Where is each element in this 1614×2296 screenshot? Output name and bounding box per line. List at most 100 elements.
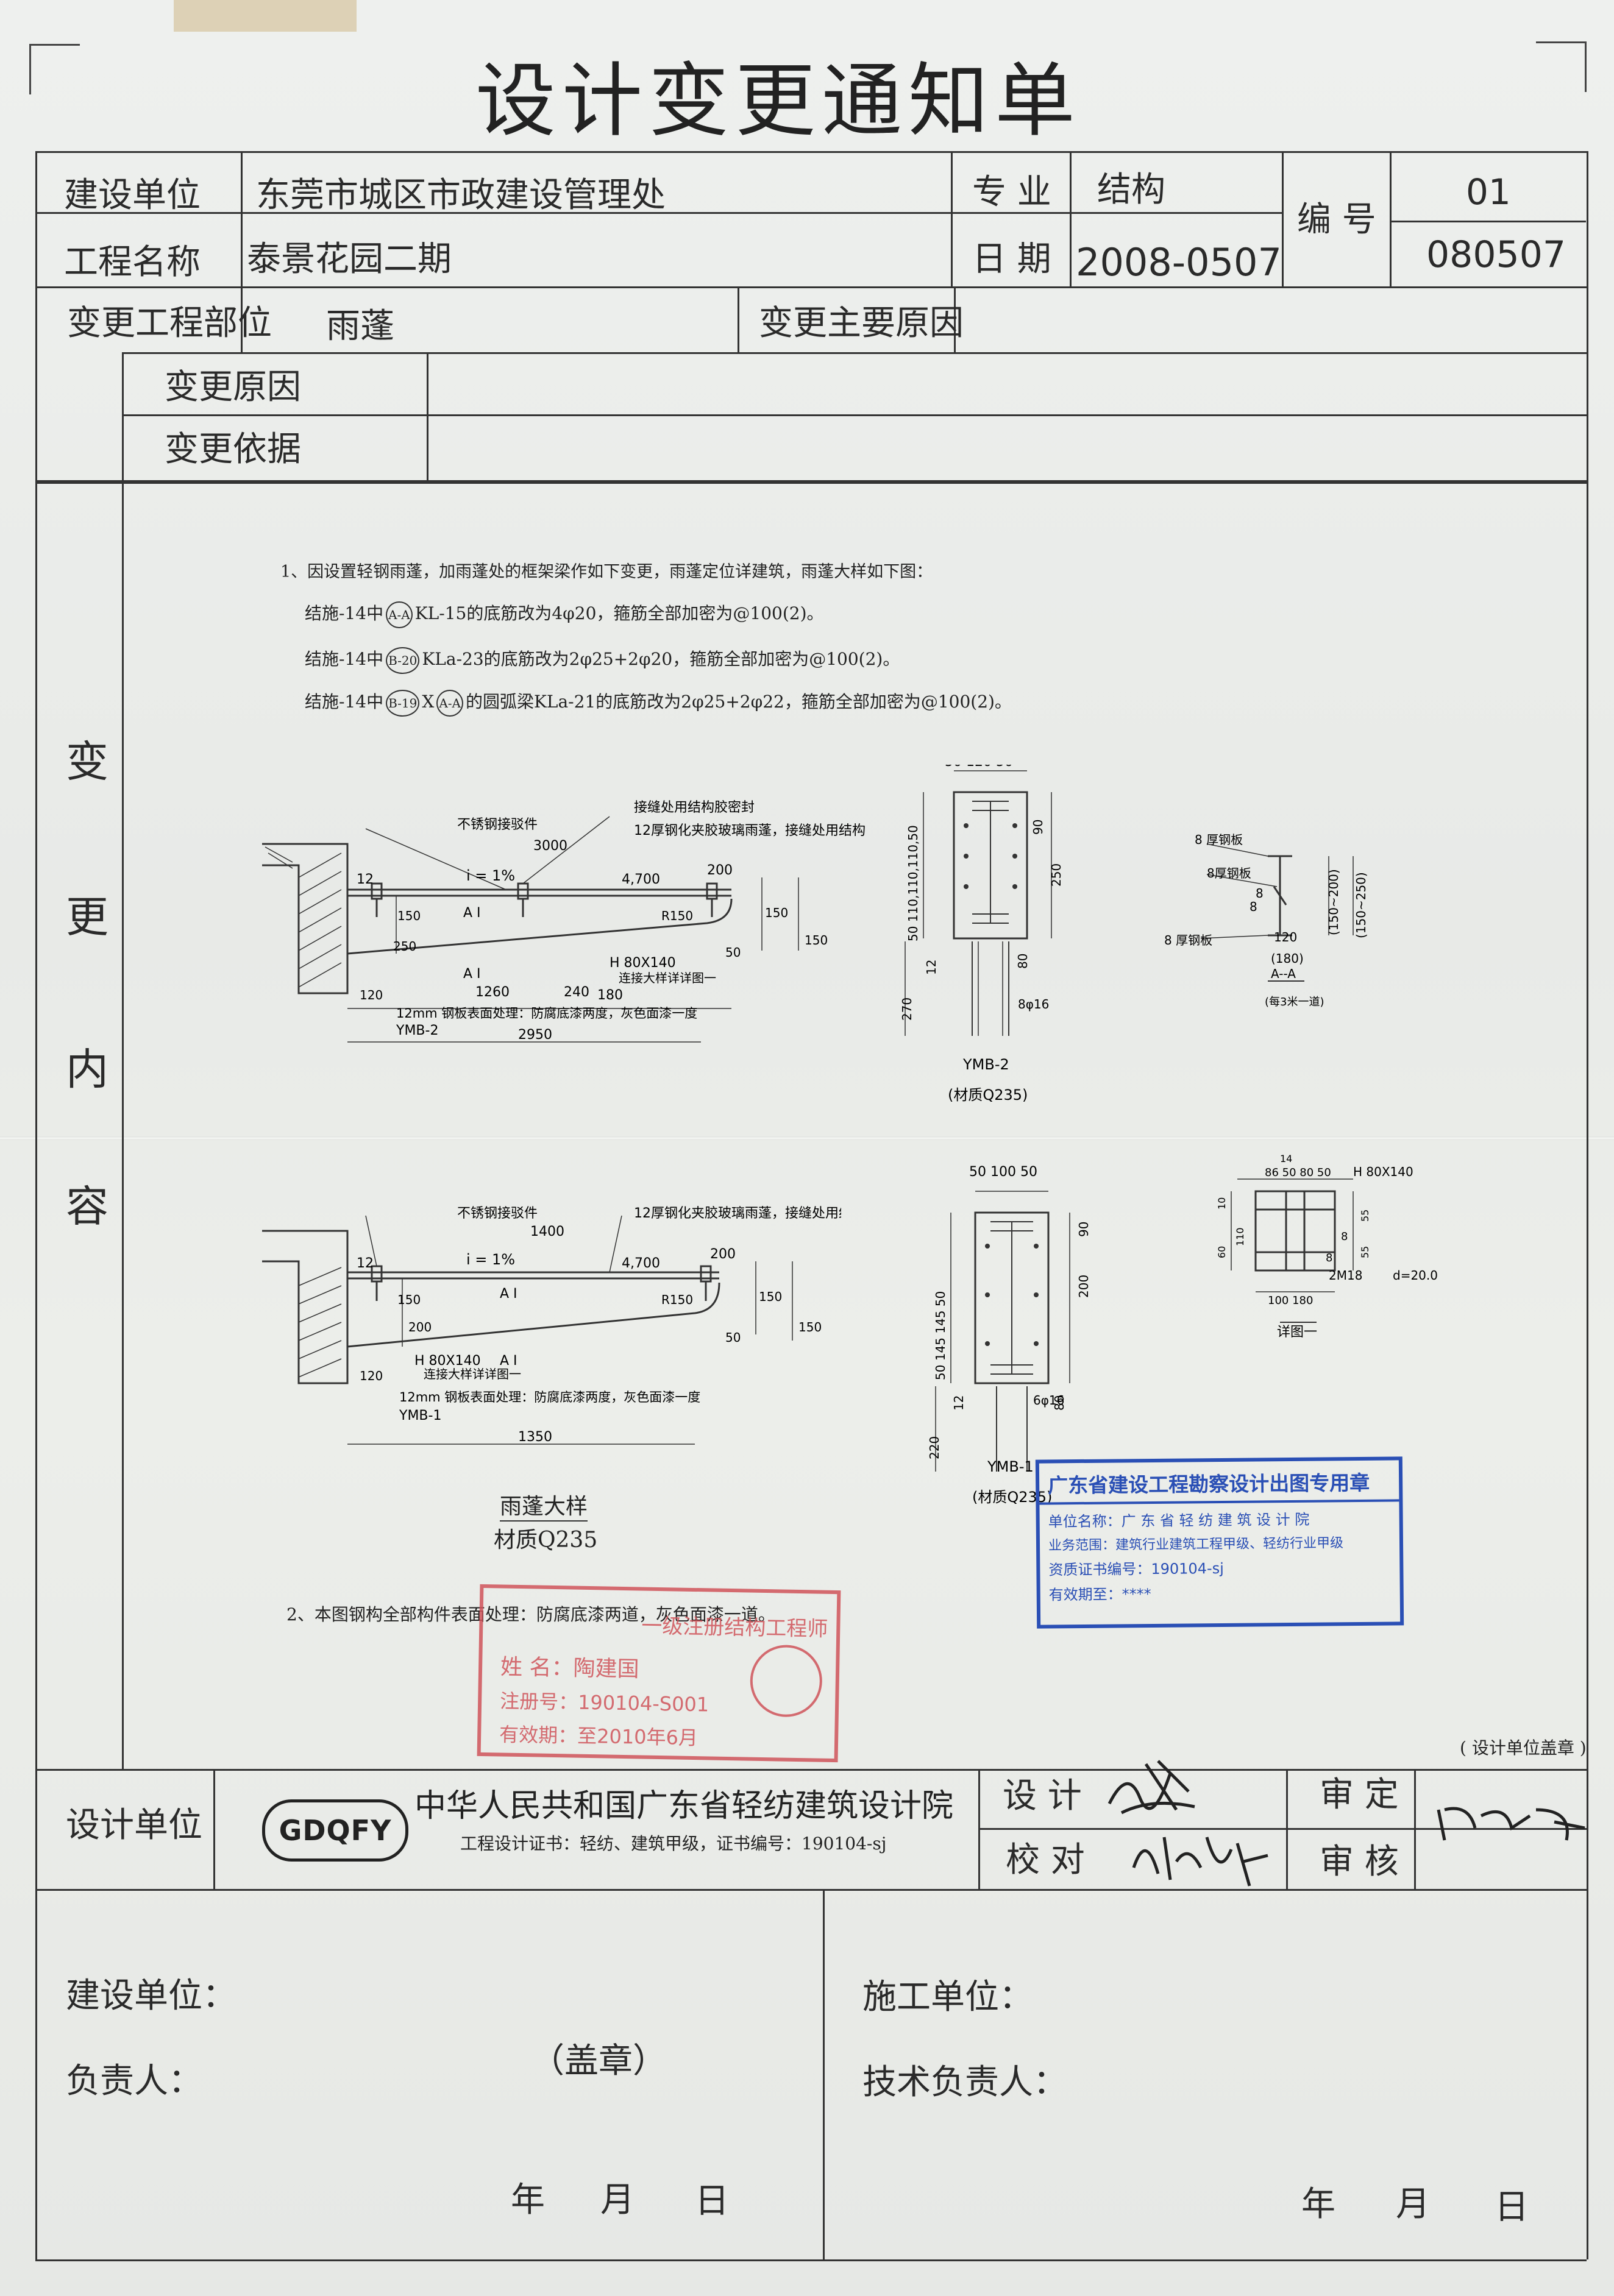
institute-logo: GDQFY (262, 1799, 408, 1862)
svg-text:接缝处用结构胶密封: 接缝处用结构胶密封 (634, 800, 755, 815)
svg-text:4,700: 4,700 (622, 872, 660, 887)
svg-text:8: 8 (1250, 899, 1257, 914)
project-value: 泰景花园二期 (247, 239, 452, 279)
svg-text:200: 200 (707, 863, 733, 878)
svg-text:(150~250): (150~250) (1354, 872, 1368, 938)
svg-text:110: 110 (1234, 1227, 1246, 1246)
stamp-blue-line4: 有效期至：**** (1048, 1585, 1151, 1604)
svg-text:150: 150 (805, 933, 828, 948)
svg-text:R150: R150 (661, 909, 693, 923)
axis-circle-b20: B-20 (386, 647, 420, 674)
stamp-red-valid: 有效期：至2010年6月 (499, 1723, 699, 1750)
svg-text:14: 14 (1280, 1155, 1292, 1164)
axis-circle-aa-2: A-A (436, 690, 463, 717)
embed-plate-ymb2: 50 120 50 50 110,110,110,50 90 250 12 80… (900, 765, 1064, 1104)
svg-text:12: 12 (951, 1395, 966, 1411)
design-unit-label: 设计单位 (66, 1805, 202, 1845)
svg-text:150: 150 (759, 1289, 782, 1304)
svg-text:120: 120 (360, 988, 383, 1002)
svg-text:90: 90 (1076, 1222, 1091, 1237)
owner-value: 东莞市城区市政建设管理处 (256, 175, 666, 215)
canopy-material: 材质Q235 (494, 1528, 598, 1553)
svg-text:150: 150 (765, 905, 788, 920)
tape-strip (174, 0, 357, 32)
stamp-blue-line3: 资质证书编号：190104-sj (1048, 1559, 1224, 1579)
svg-text:100 180: 100 180 (1268, 1294, 1313, 1307)
institute-certificate: 工程设计证书：轻纺、建筑甲级，证书编号：190104-sj (460, 1834, 887, 1854)
svg-text:86 50 80 50: 86 50 80 50 (1265, 1166, 1331, 1179)
svg-text:50 120 50: 50 120 50 (945, 765, 1013, 770)
svg-text:A I: A I (500, 1286, 517, 1302)
signature-designer (1107, 1760, 1195, 1815)
svg-text:A I: A I (463, 905, 481, 921)
discipline-label: 专 业 (972, 172, 1051, 212)
svg-text:H 80X140: H 80X140 (414, 1353, 481, 1369)
svg-text:(材质Q235): (材质Q235) (972, 1489, 1052, 1506)
contractor-date-day: 日 (1495, 2188, 1529, 2227)
seal-note: ( 设计单位盖章 ) (1460, 1738, 1587, 1758)
svg-text:50: 50 (725, 1330, 741, 1345)
svg-text:1400: 1400 (530, 1224, 564, 1239)
svg-text:(180): (180) (1271, 951, 1304, 966)
canopy-section-2: 不锈钢接驳件 12厚钢化夹胶玻璃雨蓬，接缝处用结构胶密封 1400 12 i =… (262, 1206, 841, 1445)
reason-label: 变更原因 (165, 367, 301, 407)
canopy-section-1: 不锈钢接驳件 12厚钢化夹胶玻璃雨蓬，接缝处用结构胶密封 接缝处用结构胶密封 3… (262, 800, 866, 1043)
svg-text:12: 12 (357, 872, 374, 887)
svg-text:90: 90 (1031, 820, 1045, 835)
svg-text:(每3米一道): (每3米一道) (1265, 996, 1324, 1008)
svg-text:12: 12 (924, 960, 939, 975)
svg-text:8: 8 (1341, 1230, 1348, 1243)
axis-circle-aa: A-A (386, 601, 413, 628)
svg-text:55: 55 (1359, 1210, 1371, 1222)
svg-text:250: 250 (393, 939, 416, 954)
owner-date-year: 年 (511, 2180, 545, 2220)
number-value-1: 01 (1466, 171, 1511, 213)
svg-text:270: 270 (900, 997, 914, 1021)
embed-plate-ymb1: 50 100 50 50 145 145 50 90 200 12 80 220… (927, 1164, 1091, 1506)
owner-label: 建设单位 (64, 175, 201, 215)
svg-text:8 厚钢板: 8 厚钢板 (1195, 832, 1243, 847)
svg-text:1260: 1260 (475, 985, 510, 1000)
owner-seal-label: （盖章） (530, 2041, 667, 2081)
svg-text:不锈钢接驳件: 不锈钢接驳件 (457, 1206, 538, 1221)
svg-text:150: 150 (397, 1292, 421, 1307)
svg-text:120: 120 (360, 1369, 383, 1383)
stamp-red-title: 一级注册结构工程师 (641, 1614, 828, 1642)
discipline-value: 结构 (1097, 170, 1165, 210)
svg-text:2M18: 2M18 (1329, 1268, 1362, 1283)
fold-line (0, 1136, 1614, 1140)
svg-text:6φ16: 6φ16 (1033, 1393, 1064, 1408)
svg-text:H 80X140: H 80X140 (610, 955, 676, 971)
svg-text:50 100 50: 50 100 50 (969, 1164, 1037, 1180)
date-value: 2008-0507 (1076, 240, 1282, 285)
svg-text:A I: A I (463, 966, 481, 982)
logo-text: GDQFY (279, 1814, 392, 1847)
svg-text:250: 250 (1049, 863, 1064, 887)
stamp-red-reg: 注册号：190104-S001 (499, 1689, 709, 1717)
svg-text:200: 200 (1076, 1275, 1091, 1298)
owner-person-label: 负责人： (66, 2061, 202, 2101)
svg-text:(材质Q235): (材质Q235) (948, 1086, 1028, 1104)
svg-text:详图一: 详图一 (1277, 1325, 1317, 1340)
svg-text:4,700: 4,700 (622, 1256, 660, 1271)
svg-text:55: 55 (1359, 1246, 1371, 1258)
contractor-signoff-label: 施工单位： (862, 1977, 1033, 2017)
owner-date-month: 月 (600, 2180, 635, 2220)
check-label: 校 对 (1006, 1840, 1085, 1880)
svg-text:8: 8 (1326, 1252, 1332, 1264)
svg-text:50 145 145 50: 50 145 145 50 (933, 1291, 948, 1380)
svg-text:8: 8 (1256, 886, 1264, 901)
note-1: 1、因设置轻钢雨蓬，加雨蓬处的框架梁作如下变更，雨蓬定位详建筑，雨蓬大样如下图： (280, 562, 933, 581)
note-2: 2、本图钢构全部构件表面处理：防腐底漆两道，灰色面漆一道。 (286, 1604, 775, 1625)
contractor-date-year: 年 (1301, 2184, 1335, 2224)
svg-text:8厚钢板: 8厚钢板 (1207, 866, 1251, 880)
svg-text:YMB-1: YMB-1 (987, 1458, 1034, 1475)
svg-text:连接大样详详图一: 连接大样详详图一 (619, 971, 716, 985)
svg-text:R150: R150 (661, 1292, 693, 1307)
svg-text:12厚钢化夹胶玻璃雨蓬，接缝处用结构胶密封: 12厚钢化夹胶玻璃雨蓬，接缝处用结构胶密封 (634, 1206, 841, 1221)
number-value-2: 080507 (1426, 233, 1566, 276)
svg-text:(150~200): (150~200) (1326, 869, 1341, 935)
corner-mark-tl (29, 44, 80, 94)
